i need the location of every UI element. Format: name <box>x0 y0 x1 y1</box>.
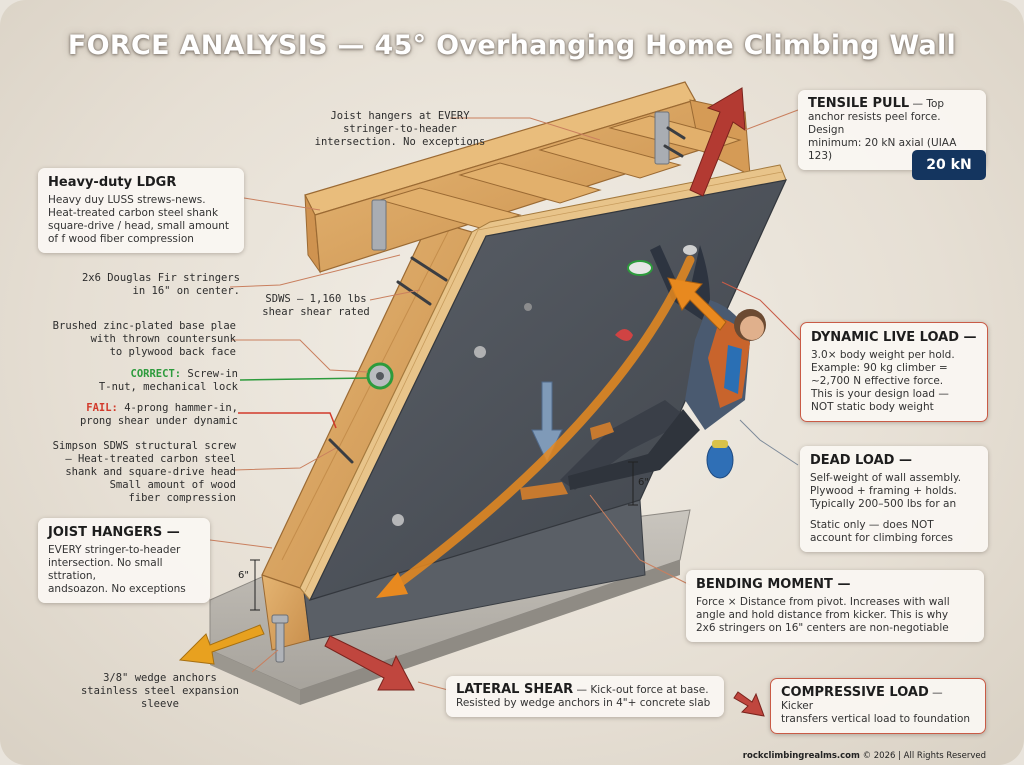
leader-tensile <box>744 109 799 131</box>
leader-fail <box>238 412 337 429</box>
compressive-arrow-legend <box>733 691 765 717</box>
leader-anchors <box>251 649 279 673</box>
ldgr-box: Heavy-duty LDGR Heavy duy LUSS strews-ne… <box>38 168 244 253</box>
climber-figure <box>520 245 766 500</box>
leader-dead <box>739 419 799 466</box>
leader-simpson <box>233 447 337 471</box>
leader-base-plate <box>232 339 369 373</box>
leader-bending <box>589 494 691 586</box>
footer-credit: rockclimbingrealms.com © 2026 | All Righ… <box>742 751 986 761</box>
joist-hanger-icon <box>371 111 670 251</box>
fail-tag: FAIL: <box>86 402 118 414</box>
wedge-anchors-label: 3/8" wedge anchors stainless steel expan… <box>80 672 240 710</box>
t-nut-icon <box>366 362 394 390</box>
lateral-shear-arrow <box>178 624 265 665</box>
bending-moment-box: BENDING MOMENT — Force × Distance from p… <box>686 570 984 642</box>
leader-dynamic <box>721 281 801 341</box>
dim-label-base: 6" <box>238 570 249 581</box>
correct-label: CORRECT: Screw-in T-nut, mechanical lock <box>98 368 238 393</box>
leader-lateral <box>417 681 449 691</box>
joist-hangers-note: Joist hangers at EVERY stringer-to-heade… <box>314 110 486 148</box>
tensile-badge: 20 kN <box>912 150 986 180</box>
climbing-holds <box>615 245 697 341</box>
wedge-anchor-bolts <box>271 614 289 663</box>
simpson-screw-label: Simpson SDWS structural screw — Heat-tre… <box>52 440 236 504</box>
page-title: FORCE ANALYSIS — 45° Overhanging Home Cl… <box>67 30 957 61</box>
sdws-rating-label: SDWS — 1,160 lbs shear shear rated <box>262 293 370 318</box>
concrete-slab-side <box>210 650 300 705</box>
bending-moment-arrow <box>376 255 695 598</box>
dead-load-box: DEAD LOAD — Self-weight of wall assembly… <box>800 446 988 552</box>
leader-joist-box <box>209 539 273 549</box>
compressive-load-box: COMPRESSIVE LOAD — Kicker transfers vert… <box>770 678 986 734</box>
leader-sdws <box>369 289 421 301</box>
leader-ldgr <box>243 197 321 211</box>
dim-label-kicker: 6" <box>638 477 649 488</box>
stringers-label: 2x6 Douglas Fir stringers in 16" on cent… <box>81 272 240 297</box>
lateral-shear-box: LATERAL SHEAR — Kick-out force at base. … <box>446 676 724 717</box>
correct-tag: CORRECT: <box>130 368 182 380</box>
base-plate-label: Brushed zinc-plated base plae with throw… <box>52 320 236 358</box>
t-nut-holes <box>392 303 532 526</box>
fail-label: FAIL: 4-prong hammer-in, prong shear und… <box>79 402 238 427</box>
joist-hangers-box: JOIST HANGERS — EVERY stringer-to-header… <box>38 518 210 603</box>
leader-joist-note <box>450 117 601 141</box>
leader-correct <box>239 377 369 381</box>
dynamic-live-load-box: DYNAMIC LIVE LOAD — 3.0× body weight per… <box>800 322 988 422</box>
footer-site: rockclimbingrealms.com <box>742 751 860 761</box>
compressive-arrow-base <box>324 635 415 691</box>
leader-stringers <box>229 254 401 288</box>
tensile-arrow <box>689 87 746 197</box>
bolt-icon <box>328 126 686 464</box>
